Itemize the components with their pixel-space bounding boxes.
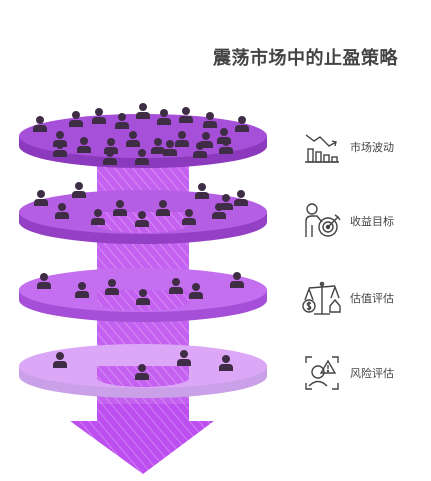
person-icon — [136, 289, 150, 305]
legend-item-volatility: 市场波动 — [302, 127, 394, 167]
person-icon — [135, 149, 149, 165]
layer-stack-diagram — [19, 103, 267, 474]
person-icon — [219, 355, 233, 371]
person-icon — [55, 203, 69, 219]
person-icon — [37, 273, 51, 289]
person-icon — [91, 209, 105, 225]
legend-label: 收益目标 — [350, 215, 394, 228]
legend-label: 市场波动 — [350, 141, 394, 154]
falling-chart-icon — [305, 134, 339, 163]
legend-label: 估值评估 — [350, 292, 394, 305]
legend-item-valuation: 估值评估 — [302, 278, 394, 318]
person-icon — [34, 190, 48, 206]
person-icon — [157, 109, 171, 125]
person-icon — [189, 283, 203, 299]
person-icon — [136, 103, 150, 119]
downward-arrow — [70, 404, 214, 474]
person-icon — [105, 279, 119, 295]
person-icon — [72, 182, 86, 198]
legend-item-profit-target: 收益目标 — [302, 201, 394, 241]
person-icon — [53, 141, 67, 157]
diagram-title: 震荡市场中的止盈策略 — [213, 48, 398, 69]
target-person-icon — [305, 203, 341, 237]
person-icon — [156, 200, 170, 216]
person-icon — [135, 211, 149, 227]
person-icon — [182, 209, 196, 225]
person-icon — [77, 137, 91, 153]
person-icon — [115, 113, 129, 129]
person-icon — [33, 116, 47, 132]
scale-money-house-icon — [302, 281, 341, 315]
person-icon — [126, 131, 140, 147]
person-icon — [53, 352, 67, 368]
person-icon — [75, 282, 89, 298]
person-icon — [235, 116, 249, 132]
person-icon — [195, 183, 209, 199]
person-icon — [234, 190, 248, 206]
person-icon — [219, 194, 233, 210]
person-icon — [151, 138, 165, 154]
person-icon — [177, 350, 191, 366]
legend-item-risk: 风险评估 — [302, 353, 394, 393]
legend-label: 风险评估 — [350, 367, 394, 380]
person-icon — [219, 138, 233, 154]
person-icon — [230, 272, 244, 288]
person-icon — [175, 131, 189, 147]
person-icon — [92, 108, 106, 124]
risk-warning-icon — [305, 356, 339, 390]
person-icon — [203, 112, 217, 128]
person-icon — [179, 107, 193, 123]
person-icon — [69, 111, 83, 127]
person-icon — [135, 364, 149, 380]
person-icon — [113, 200, 127, 216]
person-icon — [103, 149, 117, 165]
person-icon — [169, 278, 183, 294]
person-icon — [193, 142, 207, 158]
person-icon — [163, 140, 177, 156]
